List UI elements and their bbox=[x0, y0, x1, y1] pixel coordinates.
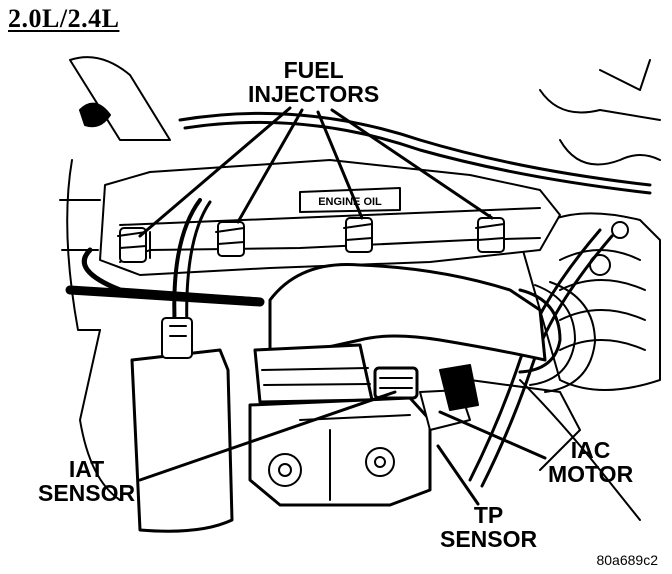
callout-fuel-injectors-line-1: FUEL bbox=[283, 57, 344, 83]
callout-tp-sensor-line-2: SENSOR bbox=[440, 526, 538, 552]
callout-iac-motor-line-2: MOTOR bbox=[548, 461, 634, 487]
leader-iac-motor bbox=[438, 410, 547, 460]
callout-tp-sensor-line-1: TP bbox=[473, 502, 504, 528]
callout-fuel-injectors: FUEL INJECTORS bbox=[248, 58, 379, 106]
fuel-injector-3 bbox=[343, 217, 373, 253]
hoses bbox=[172, 111, 652, 488]
figure-code: 80a689c2 bbox=[596, 552, 658, 568]
engine-label: 2.0L/2.4L bbox=[8, 4, 120, 33]
coolant-reservoir bbox=[130, 317, 234, 533]
callout-tp-sensor: TP SENSOR bbox=[440, 503, 537, 551]
callout-iat-sensor-line-2: SENSOR bbox=[38, 480, 136, 506]
leader-injector-2 bbox=[236, 108, 304, 224]
callout-leaders bbox=[138, 106, 547, 506]
fuel-injector-2 bbox=[215, 221, 245, 257]
intake-duct bbox=[253, 262, 596, 404]
callout-iat-sensor-line-1: IAT bbox=[68, 456, 105, 482]
callout-fuel-injectors-line-2: INJECTORS bbox=[248, 81, 380, 107]
callout-iat-sensor: IAT SENSOR bbox=[38, 457, 135, 505]
engine-oil-cap-label: ENGINE OIL bbox=[318, 196, 382, 208]
fuel-injector-4 bbox=[475, 217, 505, 253]
leader-injector-3 bbox=[316, 110, 364, 220]
callout-iac-motor: IAC MOTOR bbox=[548, 438, 633, 486]
valve-cover bbox=[65, 159, 561, 307]
leader-tp-sensor bbox=[436, 444, 480, 506]
throttle-body bbox=[248, 364, 581, 507]
leader-injector-4 bbox=[330, 108, 494, 220]
leader-iat-sensor bbox=[138, 390, 397, 482]
callout-iac-motor-line-1: IAC bbox=[570, 437, 611, 463]
leader-injector-1 bbox=[138, 106, 292, 238]
